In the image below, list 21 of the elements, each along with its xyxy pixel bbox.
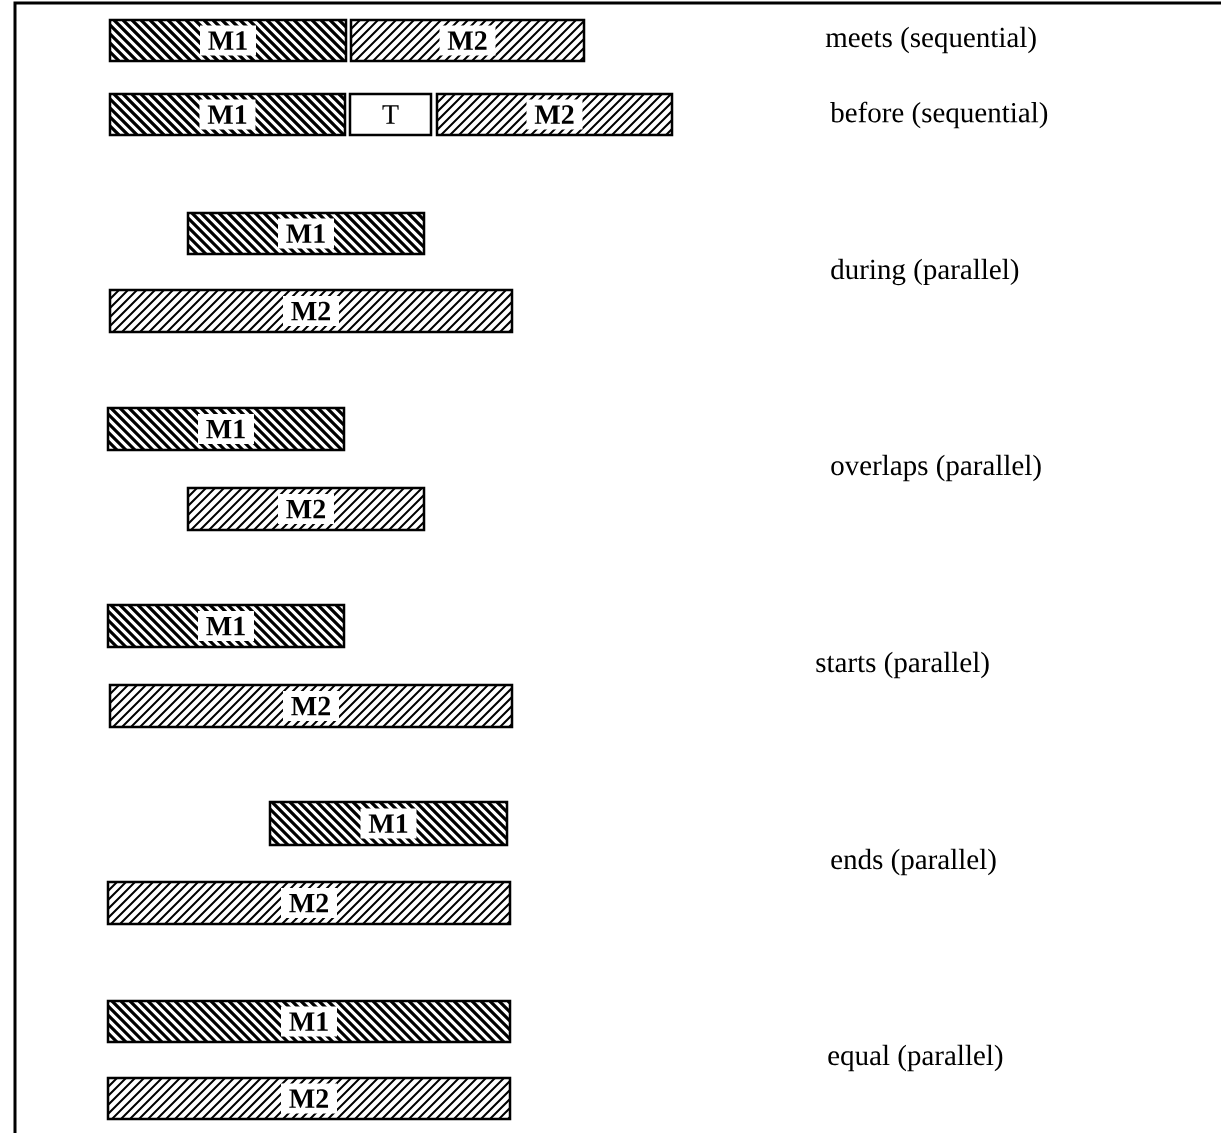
interval-bar: M1 [186,211,426,256]
relation-label: meets (sequential) [825,26,1036,54]
relation-label: ends (parallel) [831,848,996,876]
interval-bar: M1 [108,18,348,63]
relation-label: starts (parallel) [816,651,989,679]
interval-bar: M1 [106,999,512,1044]
interval-bar: M1 [106,406,346,452]
relation-label: equal (parallel) [828,1044,1003,1072]
relation-label: during (parallel) [831,258,1019,286]
interval-bar: M2 [186,486,426,532]
interval-bar: M2 [106,1076,512,1121]
relation-label: overlaps (parallel) [831,454,1041,482]
interval-bar: M2 [349,18,586,63]
interval-bar: T [348,92,433,137]
interval-bar: M2 [435,92,674,137]
interval-bar: M1 [106,603,346,649]
relation-label: before (sequential) [830,101,1048,129]
interval-bar: M2 [108,288,514,334]
interval-bar: M2 [108,683,514,729]
interval-bar: M1 [268,800,509,847]
interval-bar: M2 [106,880,512,926]
